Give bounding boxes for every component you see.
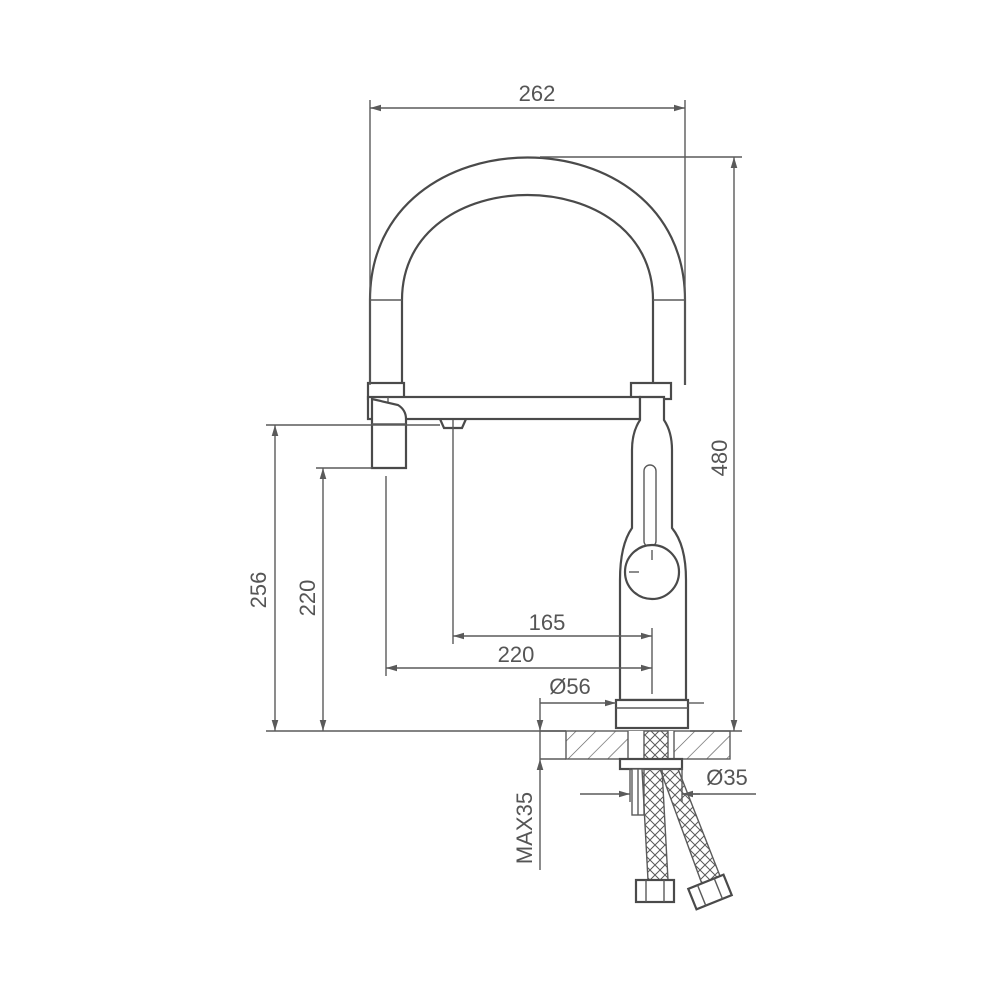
mounting-hardware (618, 757, 734, 911)
label-overall-width: 262 (519, 81, 556, 106)
faucet-body (366, 156, 690, 730)
dim-base-diameter: Ø56 (540, 674, 704, 707)
hose-nut-left (634, 878, 676, 904)
countertop (565, 730, 731, 760)
label-spout-height: 256 (246, 572, 271, 609)
label-outlet-height: 220 (295, 580, 320, 617)
label-hole-diameter: Ø35 (706, 765, 748, 790)
base-ring (614, 698, 690, 730)
handle-knob (623, 543, 681, 601)
dim-aerator-reach: 165 (452, 430, 653, 694)
label-max-thickness: MAX35 (512, 792, 537, 864)
gooseneck-outer (368, 156, 687, 385)
gooseneck-inner (400, 193, 655, 385)
dim-spray-reach: 220 (385, 476, 652, 676)
spray-head (370, 397, 408, 470)
label-overall-height: 480 (707, 440, 732, 477)
dim-spout-height: 256 (246, 424, 566, 732)
label-spray-reach: 220 (498, 642, 535, 667)
horizontal-arm (366, 395, 642, 421)
hose-nut-right (686, 873, 734, 911)
dim-overall-height: 480 (540, 156, 742, 732)
dim-max-thickness: MAX35 (512, 698, 566, 870)
label-base-diameter: Ø56 (549, 674, 591, 699)
dim-overall-width: 262 (369, 81, 686, 385)
dim-hole-diameter: Ø35 (580, 765, 756, 802)
dim-outlet-height: 220 (295, 467, 372, 731)
label-aerator-reach: 165 (529, 610, 566, 635)
